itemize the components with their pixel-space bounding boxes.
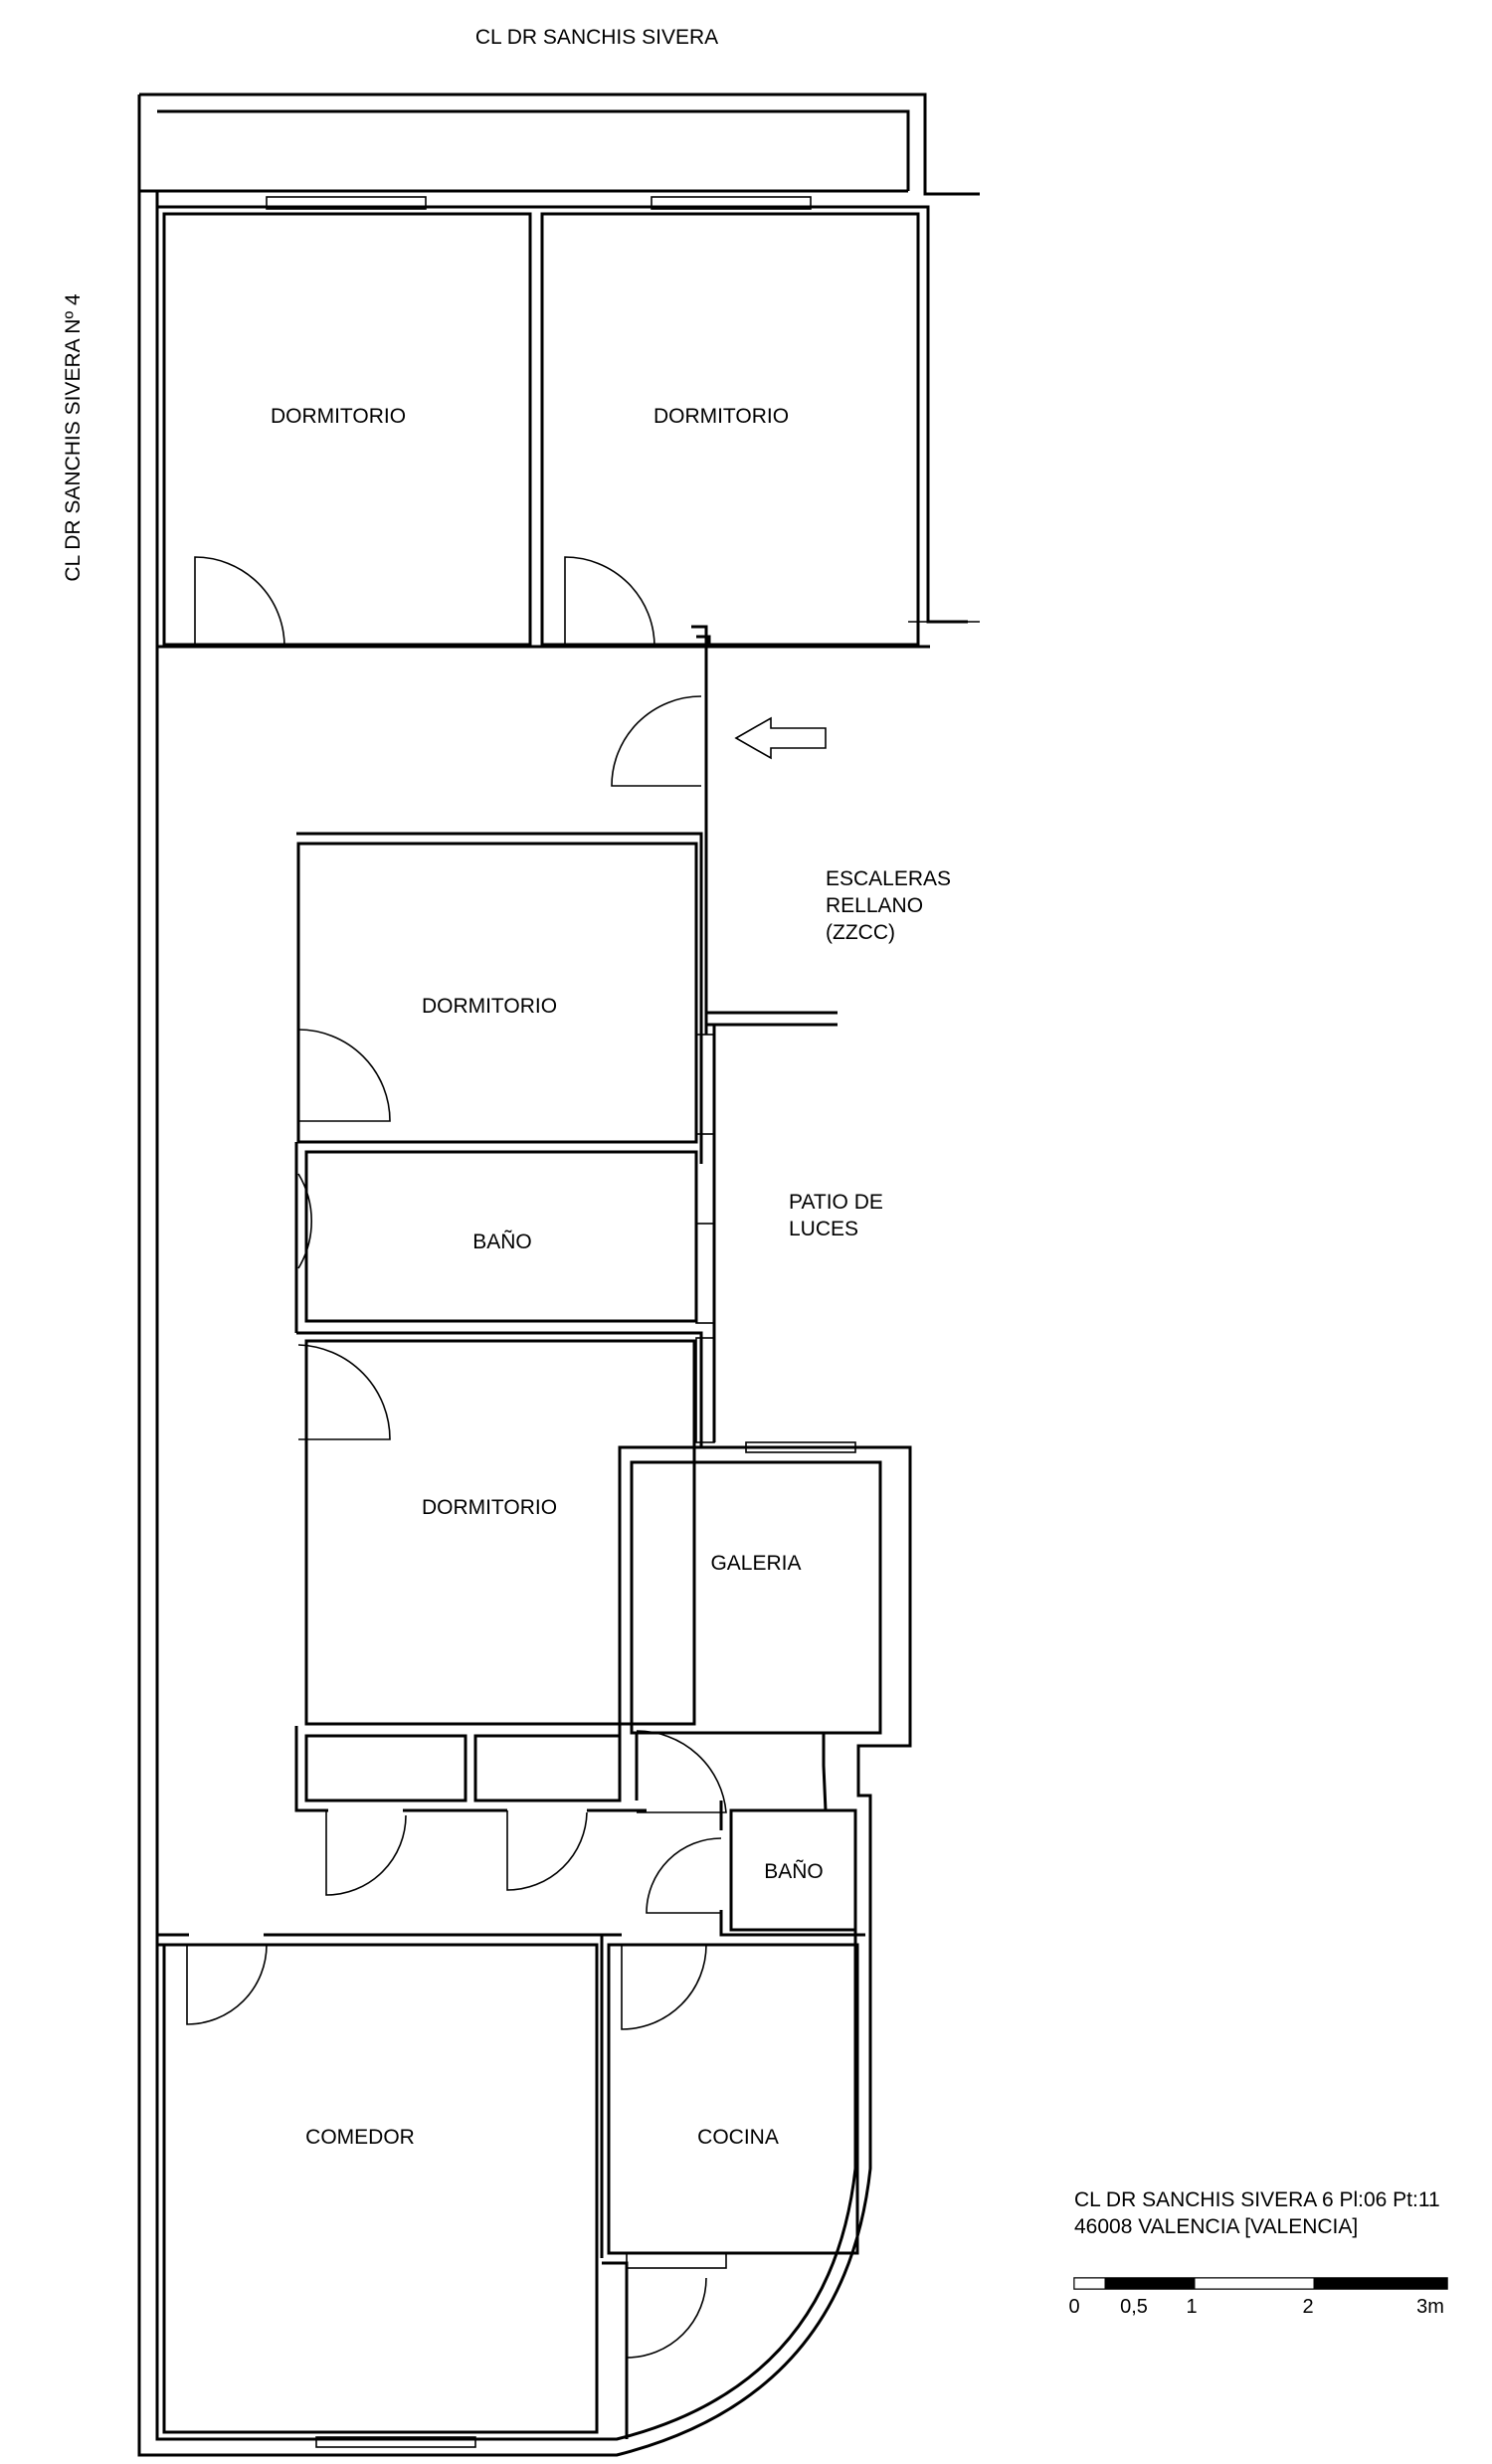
area-label-patio: PATIO DE LUCES [789,1191,883,1240]
room-label-dormitorio-1: DORMITORIO [271,405,406,428]
address-line-2: 46008 VALENCIA [VALENCIA] [1074,2215,1358,2238]
interior-walls [157,212,930,2439]
scale-tick-3m: 3m [1416,2296,1444,2318]
door-dormitorio-3 [297,1029,391,1122]
street-label-top: CL DR SANCHIS SIVERA [475,26,718,49]
patio-line-1: PATIO DE [789,1191,883,1214]
scale-tick-1: 1 [1186,2296,1197,2318]
room-label-galeria: GALERIA [710,1552,801,1575]
scale-tick-0: 0 [1068,2296,1079,2318]
entrance-arrow-icon [734,716,827,760]
escaleras-line-2: RELLANO [826,894,923,917]
door-terrace [626,2277,707,2359]
door-dormitorio-4 [297,1344,391,1440]
room-label-cocina: COCINA [697,2126,779,2149]
door-closet-2 [506,1810,588,1891]
door-bano-2 [646,1837,722,1914]
scale-tick-2: 2 [1302,2296,1313,2318]
door-closet-1 [325,1810,407,1896]
door-cocina [621,1944,707,2030]
scale-bar: 0 0,5 1 2 3m [1068,2277,1448,2318]
door-dormitorio-1 [194,556,285,648]
patio-line-2: LUCES [789,1218,858,1240]
room-label-bano-2: BAÑO [764,1859,824,1883]
door-bano-1 [297,1173,312,1269]
escaleras-line-3: (ZZCC) [826,921,895,944]
scale-tick-0-5: 0,5 [1120,2296,1148,2318]
exterior-walls [137,93,980,2457]
door-entrance [611,695,702,787]
door-galeria [636,1730,727,1813]
room-label-dormitorio-2: DORMITORIO [653,405,789,428]
area-label-escaleras: ESCALERAS RELLANO (ZZCC) [826,867,951,944]
escaleras-line-1: ESCALERAS [826,867,951,890]
door-comedor [186,1944,268,2025]
room-label-comedor: COMEDOR [305,2126,415,2149]
doors [186,556,727,2359]
room-label-dormitorio-3: DORMITORIO [422,995,557,1018]
room-label-bano-1: BAÑO [472,1230,532,1253]
door-dormitorio-2 [564,556,655,648]
room-label-dormitorio-4: DORMITORIO [422,1496,557,1519]
address-line-1: CL DR SANCHIS SIVERA 6 Pl:06 Pt:11 [1074,2188,1440,2211]
street-label-left: CL DR SANCHIS SIVERA Nº 4 [62,293,85,582]
